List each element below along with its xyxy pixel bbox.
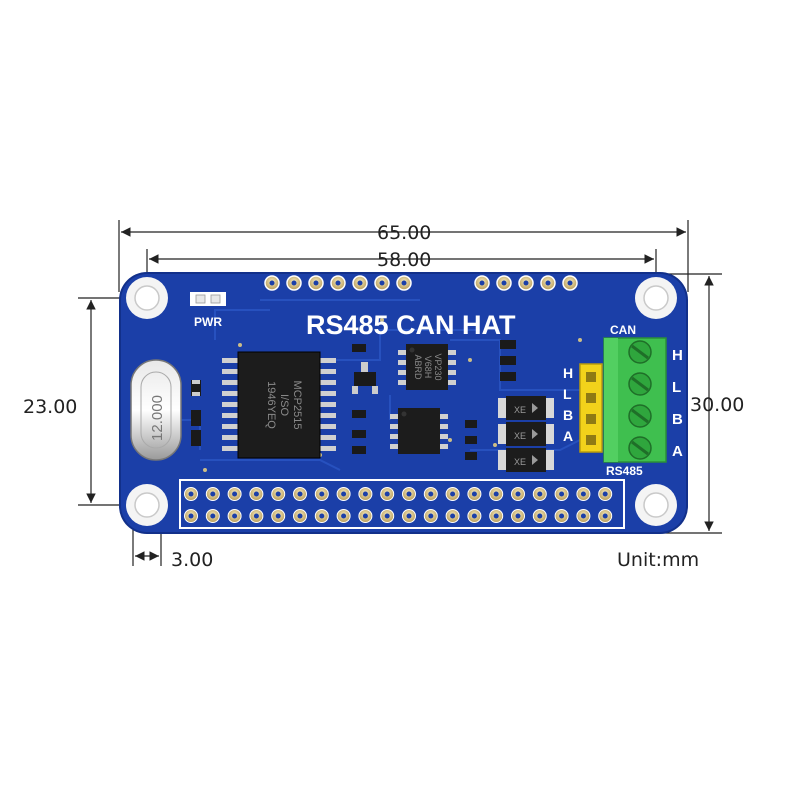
- svg-text:MCP2515: MCP2515: [291, 381, 303, 430]
- mcp2515-chip: MCP2515 I/SO 1946YEQ: [222, 351, 336, 459]
- mounting-hole-icon: [126, 277, 677, 526]
- dim-total-width: 65.00: [377, 222, 432, 244]
- svg-text:VP230: VP230: [433, 353, 443, 380]
- rs485-label: RS485: [606, 464, 643, 478]
- pwr-label: PWR: [194, 315, 222, 329]
- capacitors-left: [191, 380, 201, 446]
- rs485-transceiver-chip: [390, 408, 448, 454]
- tvs-diode: [506, 422, 546, 446]
- crystal-oscillator: 12.000: [130, 359, 182, 461]
- crystal-text: 12.000: [149, 395, 166, 441]
- terminal-label-l: L: [672, 379, 681, 396]
- svg-text:XE: XE: [514, 431, 526, 441]
- board-title: RS485 CAN HAT: [306, 310, 516, 340]
- tvs-diode: [506, 448, 546, 472]
- header-label-l: L: [563, 386, 572, 402]
- svg-text:V68H: V68H: [423, 356, 433, 379]
- terminal-label-b: B: [672, 411, 683, 428]
- svg-text:I/SO: I/SO: [278, 394, 290, 416]
- can-transceiver-chip: VP230 V68H ABRD: [398, 344, 456, 390]
- resistors: [465, 340, 516, 460]
- tvs-diode: [506, 396, 546, 420]
- header-label-b: B: [563, 407, 573, 423]
- dim-hole-spacing-y: 23.00: [23, 396, 78, 418]
- header-label-a: A: [563, 428, 573, 444]
- svg-text:1946YEQ: 1946YEQ: [265, 381, 277, 429]
- dim-total-height: 30.00: [690, 394, 745, 416]
- screw-terminal-icon: CAN RS485 H L B A: [603, 323, 683, 478]
- test-pads: [264, 275, 578, 291]
- pin-header-icon: H L B A: [563, 363, 603, 453]
- dimension-lines: [78, 220, 722, 566]
- svg-text:XE: XE: [514, 457, 526, 467]
- tvs-diodes: XE XE XE: [498, 396, 554, 472]
- pwr-led: PWR: [190, 292, 226, 329]
- dim-hole-spacing-x: 58.00: [377, 249, 432, 271]
- svg-text:XE: XE: [514, 405, 526, 415]
- svg-text:ABRD: ABRD: [413, 354, 423, 380]
- header-label-h: H: [563, 365, 573, 381]
- can-label: CAN: [610, 323, 636, 337]
- transistor: [352, 344, 378, 454]
- terminal-label-h: H: [672, 347, 683, 364]
- gpio-header: [179, 479, 625, 529]
- unit-label: Unit:mm: [617, 549, 700, 571]
- terminal-label-a: A: [672, 443, 683, 460]
- dim-hole-offset: 3.00: [171, 549, 214, 571]
